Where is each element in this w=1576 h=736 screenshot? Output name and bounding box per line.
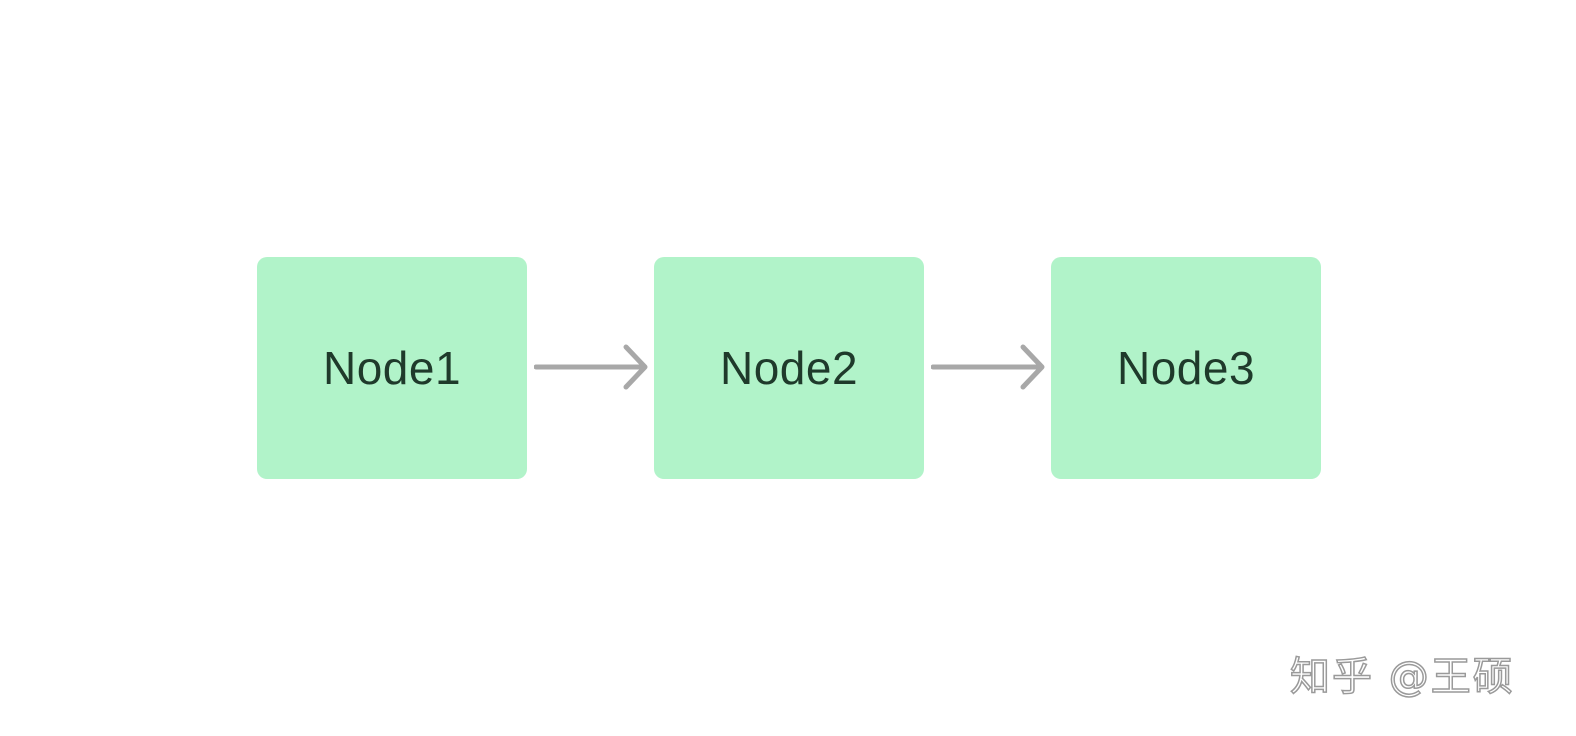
node-3: Node3 [1051, 257, 1321, 479]
node-2-label: Node2 [719, 342, 859, 394]
node-3-label: Node3 [1116, 342, 1256, 394]
node-1-label: Node1 [322, 342, 462, 394]
node-1: Node1 [257, 257, 527, 479]
watermark-text: 知乎 @王硕 [1289, 653, 1515, 701]
arrow-node1-to-node2 [534, 344, 648, 390]
arrow-node2-to-node3 [931, 344, 1045, 390]
node-2: Node2 [654, 257, 924, 479]
